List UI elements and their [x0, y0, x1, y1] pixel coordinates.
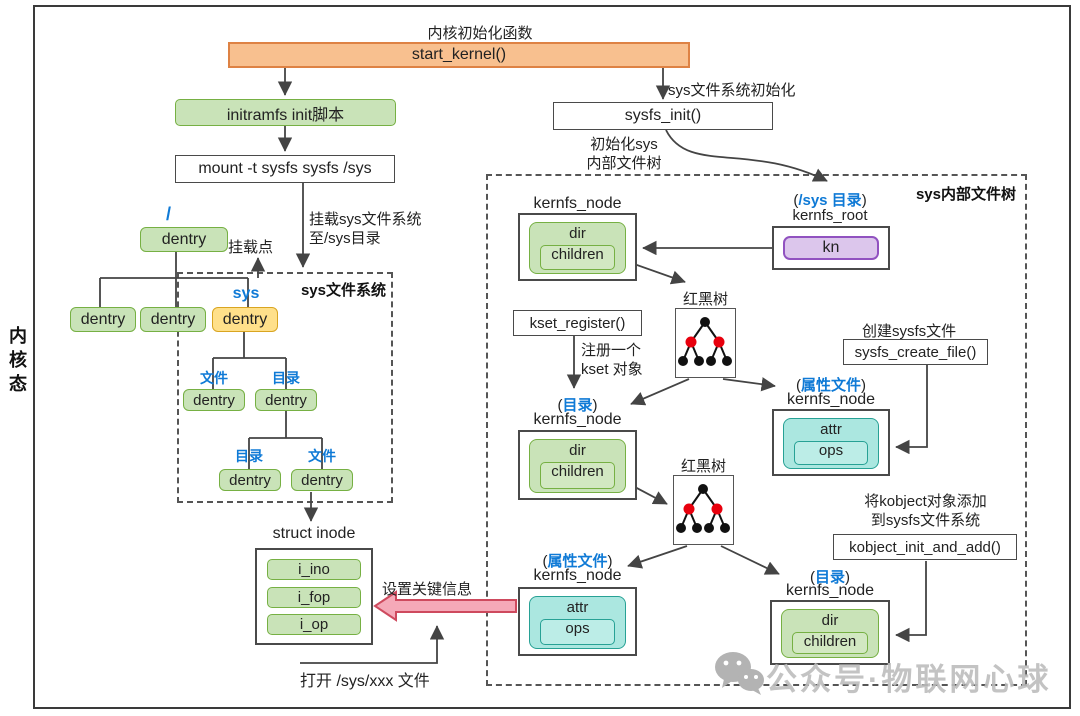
sysfs-init-box: sysfs_init() [553, 102, 773, 130]
initramfs-box: initramfs init脚本 [175, 99, 396, 126]
dentry-box: dentry [219, 469, 281, 491]
rbtree-drawing [676, 484, 730, 533]
mount-cmd-box: mount -t sysfs sysfs /sys [175, 155, 395, 183]
attr-file-tag-label: (属性文件) [795, 377, 866, 394]
dentry-box: dentry [183, 389, 245, 411]
inode-field-i-ino: i_ino [267, 559, 361, 580]
rbtree-box [675, 308, 736, 378]
dir-field: dir children [781, 609, 879, 658]
sys-dir-tag: (/sys 目录) [793, 192, 867, 209]
dir-field: dir children [529, 439, 626, 493]
sys-label: sys [232, 285, 260, 302]
kernfs-node-title: kernfs_node [785, 582, 875, 599]
rbtree-box [673, 475, 734, 545]
open-file-label: 打开 /sys/xxx 文件 [300, 673, 430, 690]
mount-arrow-caption: 挂载sys文件系统 至/sys目录 [309, 211, 422, 247]
children-field: children [792, 632, 868, 654]
kernfs-node-title: kernfs_node [533, 195, 622, 212]
create-file-caption: 创建sysfs文件 [862, 323, 957, 340]
sysfs-vfs-group-title: sys文件系统 [300, 282, 386, 299]
kernfs-root-title: kernfs_root [792, 207, 868, 224]
dentry-root-box: dentry [140, 227, 228, 252]
set-info-label: 设置关键信息 [382, 581, 473, 598]
kn-field: kn [783, 236, 879, 260]
wechat-icon [715, 652, 764, 695]
dentry-box: dentry [70, 307, 136, 332]
kset-register-box: kset_register() [513, 310, 642, 336]
kernfs-node-title: kernfs_node [533, 567, 622, 584]
ops-field: ops [540, 619, 615, 645]
inode-field-i-fop: i_fop [267, 587, 361, 608]
rbtree-label: 红黑树 [680, 458, 726, 475]
watermark-text: 公众号·物联网心球 [766, 662, 1052, 697]
dir-tag: 目录 [272, 370, 300, 386]
outer-frame [33, 5, 1071, 709]
attr-field: attr ops [783, 418, 879, 469]
start-kernel-caption: 内核初始化函数 [427, 25, 533, 42]
attr-field: attr ops [529, 596, 626, 649]
kernfs-node-dir-box: dir children [770, 600, 890, 665]
kernfs-node-dir-box: dir children [518, 213, 637, 281]
dentry-box: dentry [291, 469, 353, 491]
init-tree-caption: 初始化sys 内部文件树 [586, 136, 662, 172]
kernfs-root-box: kn [772, 226, 890, 270]
sysfs-vfs-group: sys文件系统 [177, 272, 393, 503]
sysfs-create-file-box: sysfs_create_file() [843, 339, 988, 365]
kobject-caption: 将kobject对象添加 到sysfs文件系统 [864, 493, 987, 529]
inode-field-i-op: i_op [267, 614, 361, 635]
children-field: children [540, 245, 615, 270]
kernfs-node-title: kernfs_node [786, 391, 876, 408]
ops-field: ops [794, 441, 868, 465]
dir-field: dir children [529, 222, 626, 274]
kernel-mode-label: 内核态 [7, 326, 27, 398]
dentry-box: dentry [140, 307, 206, 332]
dir-tag: 目录 [235, 448, 263, 464]
dir-tag-label: (目录) [557, 397, 598, 414]
kset-caption: 注册一个 kset 对象 [581, 342, 643, 378]
struct-inode-box: i_ino i_fop i_op [255, 548, 373, 645]
kernfs-node-attr-box: attr ops [518, 587, 637, 656]
children-field: children [540, 462, 615, 489]
struct-inode-title: struct inode [272, 525, 356, 542]
rbtree-drawing [678, 317, 732, 366]
file-tag: 文件 [200, 370, 228, 386]
root-slash-label: / [166, 204, 172, 224]
attr-file-tag-label: (属性文件) [542, 553, 613, 570]
kobject-init-add-box: kobject_init_and_add() [833, 534, 1017, 560]
mount-point-label: 挂载点 [228, 239, 274, 256]
kernfs-node-attr-box: attr ops [772, 409, 890, 476]
kernfs-node-dir-box: dir children [518, 430, 637, 500]
sysfs-init-arrow-caption: sys文件系统初始化 [668, 82, 796, 99]
kernfs-node-title: kernfs_node [533, 411, 622, 428]
dir-tag-label: (目录) [809, 569, 850, 586]
start-kernel-box: start_kernel() [228, 42, 690, 68]
dentry-box: dentry [255, 389, 317, 411]
dentry-sys-box: dentry [212, 307, 278, 332]
sys-internal-tree-title: sys内部文件树 [915, 186, 1016, 203]
file-tag: 文件 [308, 448, 336, 464]
rbtree-label: 红黑树 [682, 291, 728, 308]
